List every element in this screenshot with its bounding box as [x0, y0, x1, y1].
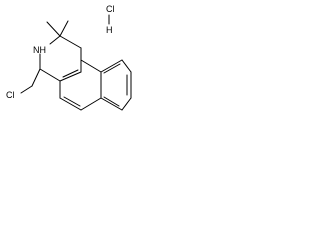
salt-label-chlorine: Cl [106, 4, 115, 14]
bond-c4-c4a [39, 68, 61, 82]
bond-c2-methyl-b [59, 20, 69, 37]
bond-network [20, 20, 132, 111]
bond-c10a-c10 [100, 59, 123, 73]
atom-labels: NH Cl [6, 45, 46, 100]
bond-c10-c9 [121, 59, 132, 73]
bond-c4a-c10b-outer [59, 71, 82, 82]
bond-c7-c6a-inner [103, 96, 120, 107]
bond-c7-c6a [100, 97, 123, 111]
salt-label-hydrogen: H [106, 25, 113, 35]
atom-label-cl: Cl [6, 90, 15, 100]
bond-c2-c1 [59, 35, 82, 49]
bond-ch2-cl [20, 85, 33, 94]
bond-c2-n [49, 35, 61, 45]
bond-c6-c6a [80, 97, 102, 111]
bond-c8-c7 [121, 97, 132, 111]
bond-c2-methyl-a [46, 21, 61, 37]
bond-c5-c6 [59, 97, 82, 111]
bond-c5-c6-inner [63, 96, 81, 107]
bond-c10-c10a-inner [103, 63, 121, 74]
bond-c4-ch2 [31, 68, 41, 87]
atom-label-nh: NH [33, 45, 46, 55]
bond-c4a-c10b-inner [62, 69, 79, 78]
bond-c10a-c10b [80, 59, 102, 73]
